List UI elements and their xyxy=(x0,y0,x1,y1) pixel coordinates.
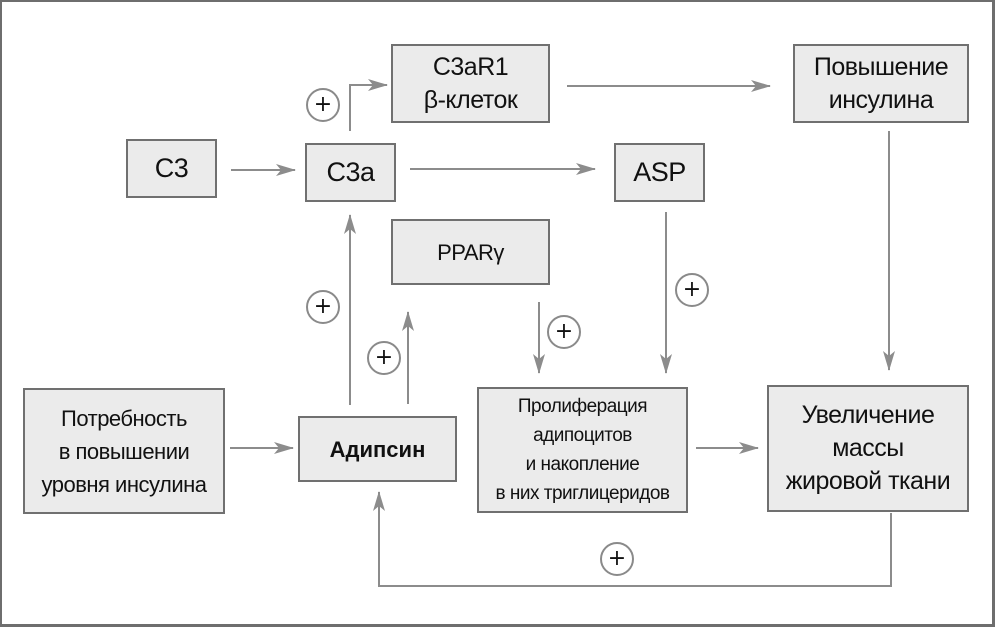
plus-sign-icon: + xyxy=(600,542,634,576)
node-c3a-label: C3a xyxy=(326,157,375,187)
node-fat-mass-increase-label: Увеличение массы жировой ткани xyxy=(785,401,951,495)
plus-sign-icon: + xyxy=(675,273,709,307)
node-asp-label: ASP xyxy=(633,157,686,187)
plus-sign-icon: + xyxy=(547,315,581,349)
node-adipsin: Адипсин xyxy=(298,416,457,482)
plus-label: + xyxy=(313,92,333,117)
node-c3-label: C3 xyxy=(154,153,189,183)
node-asp: ASP xyxy=(614,143,705,202)
node-insulin-need-label: Потребность в повышении уровня инсулина xyxy=(41,405,207,497)
node-adipsin-label: Адипсин xyxy=(329,436,426,462)
plus-label: + xyxy=(682,277,702,302)
node-ppar-gamma: PPARγ xyxy=(391,219,550,285)
node-c3a: C3a xyxy=(305,143,396,202)
node-adipocyte-proliferation: Пролиферация адипоцитов и накопление в н… xyxy=(477,387,688,513)
node-ppar-gamma-label: PPARγ xyxy=(437,239,504,265)
node-insulin-increase: Повышение инсулина xyxy=(793,44,969,123)
plus-sign-icon: + xyxy=(367,341,401,375)
node-adipocyte-proliferation-label: Пролиферация адипоцитов и накопление в н… xyxy=(495,396,670,504)
plus-sign-icon: + xyxy=(306,88,340,122)
node-fat-mass-increase: Увеличение массы жировой ткани xyxy=(767,385,969,512)
plus-label: + xyxy=(607,546,627,571)
plus-label: + xyxy=(554,319,574,344)
node-insulin-increase-label: Повышение инсулина xyxy=(813,52,949,114)
plus-label: + xyxy=(313,294,333,319)
node-c3: C3 xyxy=(126,139,217,198)
node-insulin-need: Потребность в повышении уровня инсулина xyxy=(23,388,225,514)
plus-sign-icon: + xyxy=(306,290,340,324)
node-c3ar1: C3aR1 β-клеток xyxy=(391,44,550,123)
arrow-fat-mass-to-adipsin xyxy=(373,491,892,587)
node-c3ar1-label: C3aR1 β-клеток xyxy=(423,52,518,114)
plus-label: + xyxy=(374,345,394,370)
arrow-c3a-to-c3ar1 xyxy=(349,79,388,131)
